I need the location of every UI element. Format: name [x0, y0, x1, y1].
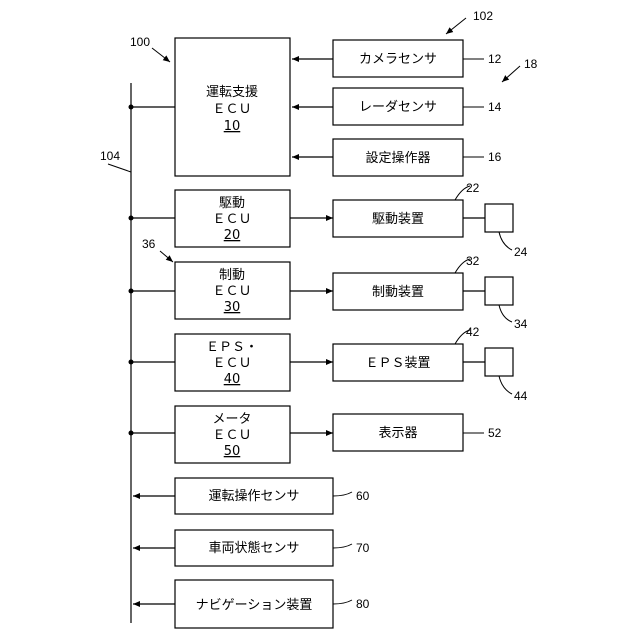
eps-device: ＥＰＳ装置 42 44	[290, 325, 528, 403]
brake-device-ref: 32	[466, 254, 480, 268]
ecu-40-block: ＥＰＳ・ ＥＣＵ 40	[175, 334, 290, 391]
system-ref: 18	[524, 57, 538, 71]
ecu-50-type: ＥＣＵ	[212, 428, 251, 443]
vehicle-state-sensor-ref: 70	[356, 541, 370, 555]
sensor-group-ref: 102	[473, 9, 493, 23]
ecu-10-ref-arrow	[152, 48, 170, 62]
setting-operator: 設定操作器 16	[292, 139, 502, 176]
ecu-20-type: ＥＣＵ	[212, 212, 251, 227]
drive-actuator-ref: 24	[514, 245, 528, 259]
driving-operation-sensor-label: 運転操作センサ	[208, 488, 299, 504]
brake-actuator-box	[485, 277, 513, 305]
ecu-30-ref-arrow	[160, 251, 173, 262]
ecu-50-block: メータ ＥＣＵ 50	[175, 406, 290, 463]
ecu-40-name: ＥＰＳ・	[206, 340, 258, 355]
sensor-camera: カメラセンサ 12	[292, 40, 502, 77]
ecu-10-ref: 100	[130, 35, 150, 49]
eps-actuator-box	[485, 348, 513, 376]
brake-actuator-ref-leader	[499, 305, 512, 322]
vehicle-state-sensor-label: 車両状態センサ	[208, 540, 299, 556]
ecu-30-name: 制動	[219, 268, 245, 283]
ecu-10-block: 運転支援 ＥＣＵ 10	[175, 38, 290, 176]
sensor-radar: レーダセンサ 14	[292, 88, 502, 125]
navigation-device-ref: 80	[356, 597, 370, 611]
display-device-ref: 52	[488, 426, 502, 440]
driving-operation-sensor: 運転操作センサ 60	[133, 478, 370, 514]
sensor-group-ref-arrow	[446, 18, 466, 34]
sensor-camera-ref: 12	[488, 52, 502, 66]
eps-device-label: ＥＰＳ装置	[365, 356, 430, 371]
drive-actuator-box	[485, 204, 513, 232]
driving-operation-sensor-ref-leader	[333, 492, 352, 496]
vehicle-state-sensor-ref-leader	[333, 544, 352, 548]
display-device-label: 表示器	[378, 426, 417, 441]
driving-operation-sensor-ref: 60	[356, 489, 370, 503]
sensor-camera-label: カメラセンサ	[359, 52, 437, 67]
ecu-10-id: 10	[224, 119, 241, 134]
navigation-device-label: ナビゲーション装置	[196, 598, 313, 613]
setting-operator-ref: 16	[488, 150, 502, 164]
bus-ref: 104	[100, 149, 120, 163]
ecu-20-name: 駆動	[219, 196, 245, 211]
sensor-radar-ref: 14	[488, 100, 502, 114]
eps-actuator-ref-leader	[499, 376, 512, 394]
ecu-20-id: 20	[224, 228, 241, 243]
drive-device-label: 駆動装置	[372, 212, 424, 227]
system-ref-arrow	[502, 66, 520, 82]
ecu-10-type: ＥＣＵ	[212, 102, 251, 117]
ecu-40-type: ＥＣＵ	[212, 356, 251, 371]
drive-device-ref: 22	[466, 181, 480, 195]
ecu-30-ref: 36	[142, 237, 156, 251]
ecu-30-id: 30	[224, 300, 241, 315]
brake-device: 制動装置 32 34	[290, 254, 528, 331]
display-device: 表示器 52	[290, 414, 502, 451]
brake-device-label: 制動装置	[372, 285, 424, 300]
vehicle-state-sensor: 車両状態センサ 70	[133, 530, 370, 566]
bus-ref-leader	[108, 164, 131, 172]
ecu-10-name: 運転支援	[206, 85, 258, 100]
sensor-radar-label: レーダセンサ	[359, 100, 437, 115]
ecu-40-id: 40	[224, 372, 241, 387]
ecu-50-name: メータ	[212, 412, 251, 427]
navigation-device-ref-leader	[333, 600, 352, 604]
drive-device: 駆動装置 22 24	[290, 181, 528, 259]
eps-actuator-ref: 44	[514, 389, 528, 403]
brake-actuator-ref: 34	[514, 317, 528, 331]
ecu-50-id: 50	[224, 444, 241, 459]
setting-operator-label: 設定操作器	[365, 150, 430, 166]
drive-actuator-ref-leader	[499, 232, 512, 250]
eps-device-ref: 42	[466, 325, 480, 339]
ecu-30-type: ＥＣＵ	[212, 284, 251, 299]
ecu-30-block: 制動 ＥＣＵ 30	[175, 262, 290, 319]
ecu-20-block: 駆動 ＥＣＵ 20	[175, 190, 290, 247]
navigation-device: ナビゲーション装置 80	[133, 580, 370, 628]
